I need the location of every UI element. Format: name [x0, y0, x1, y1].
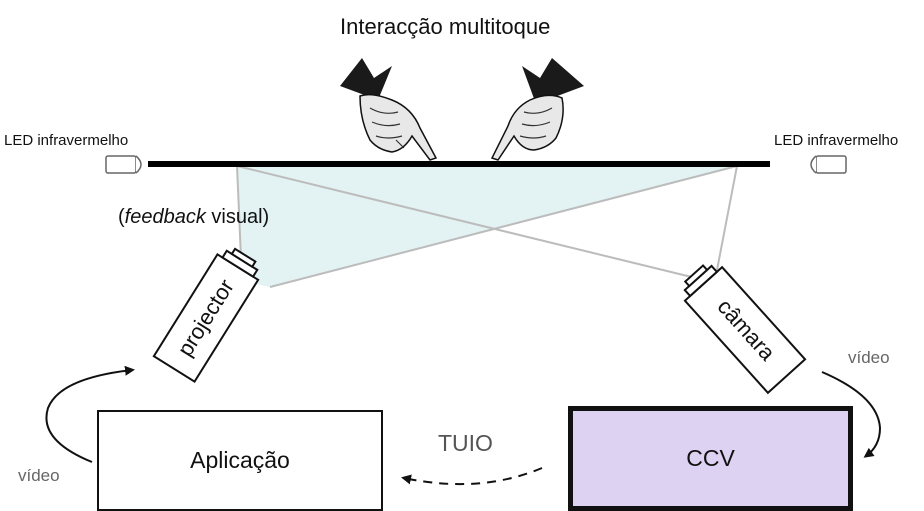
application-box-label: Aplicação: [190, 447, 290, 473]
feedback-paren: (: [118, 206, 125, 228]
tuio-label: TUIO: [438, 430, 493, 456]
feedback-emphasis: feedback: [124, 206, 206, 228]
pointing-hand-left-icon: [340, 58, 438, 161]
led-right-icon: [810, 155, 847, 174]
pointing-hand-right-icon: [490, 58, 584, 161]
tuio-arrow: [401, 467, 543, 486]
led-left-icon: [105, 155, 142, 174]
diagram-title: Interacção multitoque: [340, 14, 551, 39]
video-arrow-left: [45, 365, 135, 463]
video-left-label: vídeo: [18, 466, 60, 485]
video-right-label: vídeo: [848, 348, 890, 367]
feedback-rest: visual): [205, 206, 270, 228]
application-box: Aplicação: [97, 410, 383, 511]
ccv-box: CCV: [568, 406, 853, 511]
video-arrow-right: [821, 371, 882, 458]
led-left-label: LED infravermelho: [4, 132, 129, 149]
led-right-label: LED infravermelho: [774, 132, 899, 149]
ccv-box-label: CCV: [686, 445, 735, 471]
projector-device: [152, 247, 260, 383]
camera-device: [683, 264, 807, 395]
feedback-label: (feedback visual): [118, 206, 269, 229]
